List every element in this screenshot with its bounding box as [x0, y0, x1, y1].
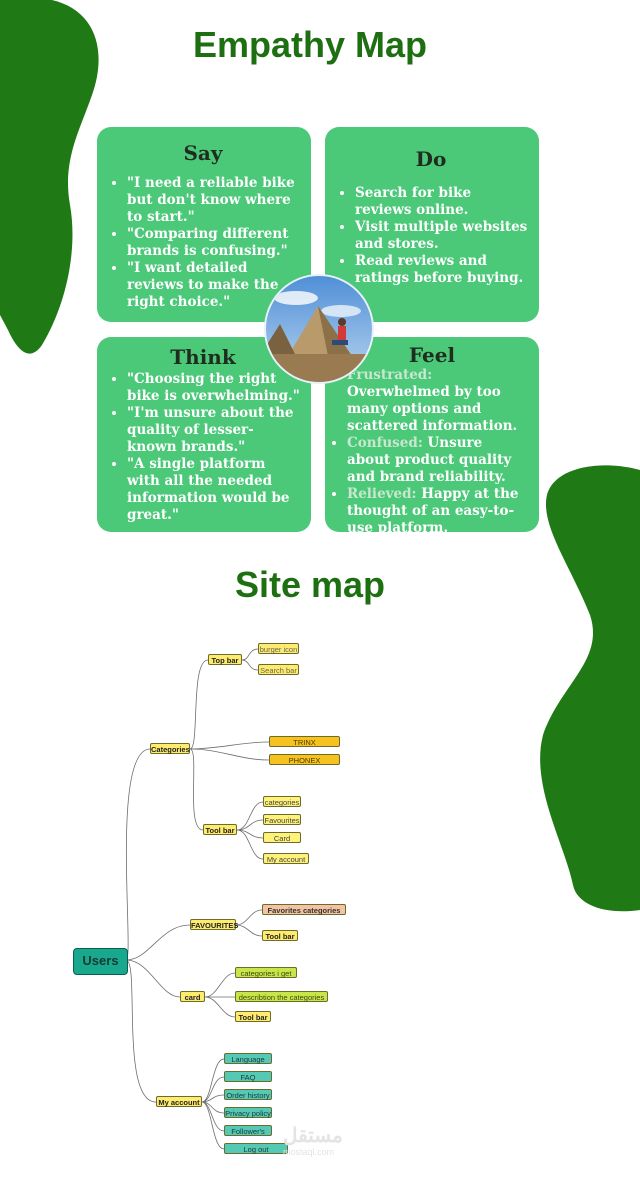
persona-photo	[264, 274, 374, 384]
think-list: "Choosing the right bike is overwhelming…	[105, 371, 301, 524]
watermark-arabic: مستقل	[283, 1125, 343, 1147]
node-my-account: My account	[156, 1096, 202, 1107]
node-favorites-categories: Favorites categories	[262, 904, 346, 915]
node-categories-tool: categories	[263, 796, 301, 807]
list-item: Read reviews and ratings before buying.	[355, 253, 529, 287]
node-burger-icon: burger icon	[258, 643, 299, 654]
feel-label: Frustrated:	[347, 367, 433, 383]
node-followers: Follower's	[224, 1125, 272, 1136]
think-quadrant: Think "Choosing the right bike is overwh…	[97, 337, 311, 532]
feel-heading: Feel	[408, 343, 456, 367]
list-item: Search for bike reviews online.	[355, 185, 529, 219]
list-item: "Comparing different brands is confusing…	[127, 226, 301, 260]
node-order-history: Order history	[224, 1089, 272, 1100]
node-top-bar: Top bar	[208, 654, 242, 665]
say-list: "I need a reliable bike but don't know w…	[105, 175, 301, 311]
node-tool-bar: Tool bar	[235, 1011, 271, 1022]
feel-quadrant: Feel Frustrated: Overwhelmed by too many…	[325, 337, 539, 532]
node-favourites: FAVOURITES	[190, 919, 239, 930]
do-list: Search for bike reviews online. Visit mu…	[333, 185, 529, 287]
feel-text: Happy at the thought of an easy-to-use p…	[347, 486, 519, 532]
node-log-out: Log out	[224, 1143, 288, 1154]
list-item: "I'm unsure about the quality of lesser-…	[127, 405, 301, 456]
node-trinx: TRINX	[269, 736, 340, 747]
feel-label: Confused:	[347, 435, 423, 451]
do-heading: Do	[415, 147, 447, 171]
list-item: Relieved: Happy at the thought of an eas…	[347, 486, 529, 532]
green-blob-top-left	[0, 0, 99, 354]
node-tool-bar: Tool bar	[262, 930, 298, 941]
site-map-root-users: Users	[73, 948, 128, 975]
do-quadrant: Do Search for bike reviews online. Visit…	[325, 127, 539, 322]
list-item: Frustrated: Overwhelmed by too many opti…	[347, 367, 529, 435]
feel-label: Relieved:	[347, 486, 417, 502]
say-quadrant: Say "I need a reliable bike but don't kn…	[97, 127, 311, 322]
list-item: "Choosing the right bike is overwhelming…	[127, 371, 301, 405]
empathy-map-title: Empathy Map	[192, 24, 428, 65]
say-heading: Say	[183, 141, 223, 165]
list-item: Visit multiple websites and stores.	[355, 219, 529, 253]
feel-list: Frustrated: Overwhelmed by too many opti…	[325, 367, 529, 532]
node-phonex: PHONEX	[269, 754, 340, 765]
node-faq: FAQ	[224, 1071, 272, 1082]
node-privacy-policy: Privacy policy	[224, 1107, 272, 1118]
list-item: "I need a reliable bike but don't know w…	[127, 175, 301, 226]
list-item: "I want detailed reviews to make the rig…	[127, 260, 301, 311]
watermark: مستقل mostaql.com	[283, 1125, 343, 1157]
node-my-account-tool: My account	[263, 853, 309, 864]
watermark-latin: mostaql.com	[283, 1147, 335, 1157]
green-blob-right	[540, 465, 640, 912]
node-language: Language	[224, 1053, 272, 1064]
feel-text: Unsure about product quality and brand r…	[347, 435, 512, 485]
think-heading: Think	[170, 345, 236, 369]
site-map-title: Site map	[234, 564, 386, 605]
feel-text: Overwhelmed by too many options and scat…	[347, 384, 518, 434]
node-describtion-categories: describtion the categories	[235, 991, 328, 1002]
node-categories: Categories	[150, 743, 190, 754]
node-categories-i-get: categories i get	[235, 967, 297, 978]
node-tool-bar: Tool bar	[203, 824, 237, 835]
list-item: Confused: Unsure about product quality a…	[347, 435, 529, 486]
node-card-tool: Card	[263, 832, 301, 843]
node-card: card	[180, 991, 205, 1002]
list-item: "A single platform with all the needed i…	[127, 456, 301, 524]
node-favourites-tool: Favourites	[263, 814, 301, 825]
node-search-bar: Search bar	[258, 664, 299, 675]
